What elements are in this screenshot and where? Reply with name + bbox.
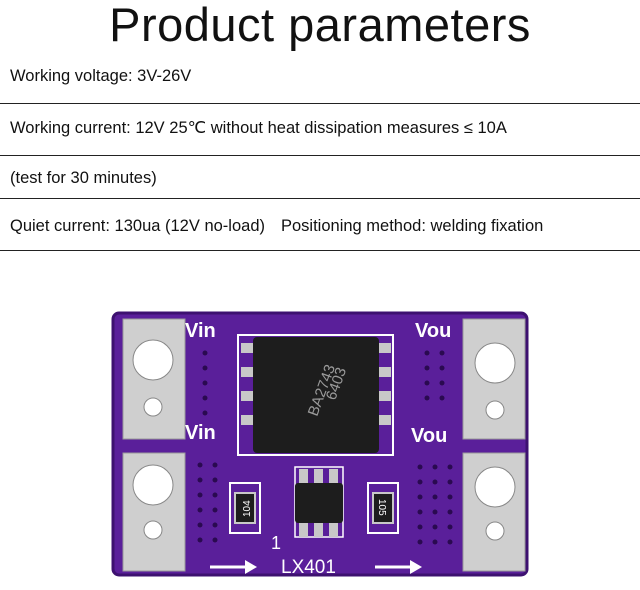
resistor-left: 104 bbox=[229, 482, 261, 534]
label-vout-bottom: Vou bbox=[411, 425, 447, 447]
pin1-mark: 1 bbox=[271, 533, 281, 553]
param-positioning-method: Positioning method: welding fixation bbox=[281, 217, 544, 235]
divider bbox=[0, 103, 640, 104]
divider bbox=[0, 250, 640, 251]
param-test-duration: (test for 30 minutes) bbox=[10, 169, 157, 187]
divider bbox=[0, 198, 640, 199]
param-quiet-current: Quiet current: 130ua (12V no-load) bbox=[10, 217, 265, 235]
model-label: LX401 bbox=[281, 557, 336, 578]
arrow-icon-right bbox=[375, 560, 422, 574]
mounting-pad-bottom-left bbox=[122, 452, 186, 572]
via-holes bbox=[197, 350, 453, 545]
param-quiet-current-row: Quiet current: 130ua (12V no-load) Positi… bbox=[10, 216, 543, 236]
label-vout-top: Vou bbox=[415, 320, 451, 342]
page-title: Product parameters bbox=[109, 0, 531, 51]
param-working-current: Working current: 12V 25℃ without heat di… bbox=[10, 119, 507, 137]
mosfet-chip: 6403 BA2743 bbox=[237, 334, 394, 456]
resistor-right: 105 bbox=[367, 482, 399, 534]
arrow-icon-left bbox=[210, 560, 257, 574]
mounting-pad-top-right bbox=[462, 318, 526, 440]
label-vin-bottom: Vin bbox=[185, 422, 216, 444]
mounting-pad-top-left bbox=[122, 318, 186, 440]
driver-ic bbox=[294, 466, 344, 538]
label-vin-top: Vin bbox=[185, 320, 216, 342]
pcb-module-photo: Vin Vin Vou Vou 6403 BA2743 bbox=[105, 305, 535, 585]
param-working-voltage: Working voltage: 3V-26V bbox=[10, 67, 192, 85]
divider bbox=[0, 155, 640, 156]
resistor-left-code: 104 bbox=[242, 500, 253, 517]
mounting-pad-bottom-right bbox=[462, 452, 526, 572]
resistor-right-code: 105 bbox=[376, 499, 387, 516]
